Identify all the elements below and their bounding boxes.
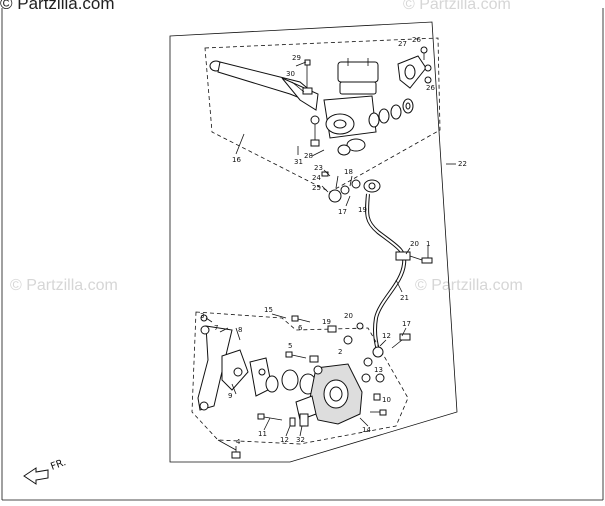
- master-cylinder-group-outline: [204, 37, 441, 193]
- callout-30: 30: [286, 70, 295, 78]
- callout-12: 12: [382, 332, 391, 340]
- arrow-left-icon: [23, 467, 49, 485]
- callout-11: 11: [258, 430, 267, 438]
- callout-22: 22: [458, 160, 467, 168]
- callout-labels: 29 30 27 26 26 16 31 28 23 24 25 18 17 1…: [200, 36, 467, 446]
- callout-10: 10: [382, 396, 391, 404]
- callout-24: 24: [312, 174, 321, 182]
- brake-lever: [209, 60, 319, 111]
- callout-18: 18: [344, 168, 353, 176]
- caliper-bolts: [200, 314, 387, 459]
- direction-label: FR.: [49, 457, 67, 473]
- callout-19-upper: 19: [358, 206, 367, 214]
- pivot-bolt: [302, 59, 313, 95]
- callout-5: 5: [288, 342, 292, 350]
- caliper-bracket: [197, 325, 233, 411]
- callout-12-lower: 12: [280, 436, 289, 444]
- callout-19-lower: 19: [322, 318, 331, 326]
- callout-26-side: 26: [426, 84, 435, 92]
- callout-20-lower: 20: [344, 312, 353, 320]
- callout-9: 9: [228, 392, 232, 400]
- master-cylinder-body: [310, 58, 379, 156]
- caliper-pistons: [265, 369, 317, 395]
- watermark-top-right: © Partzilla.com: [403, 0, 511, 13]
- callout-20-upper: 20: [410, 240, 419, 248]
- watermark-top-left: © Partzilla.com: [0, 0, 115, 13]
- callout-32: 32: [296, 436, 305, 444]
- callout-17-lower: 17: [402, 320, 411, 328]
- leader-lines: [205, 61, 456, 451]
- callout-1: 1: [426, 240, 430, 248]
- callout-2: 2: [338, 348, 342, 356]
- callout-29: 29: [292, 54, 301, 62]
- callout-7: 7: [214, 324, 218, 332]
- callout-8: 8: [238, 326, 242, 334]
- callout-6: 6: [298, 324, 303, 332]
- callout-23: 23: [314, 164, 323, 172]
- callout-28: 28: [304, 152, 313, 160]
- lower-banjo-fitting: [343, 322, 411, 383]
- reservoir-cap-bracket: [397, 46, 432, 89]
- callout-4: 4: [236, 438, 241, 446]
- brake-pads: [221, 349, 273, 397]
- callout-15: 15: [264, 306, 273, 314]
- callout-3: 3: [200, 312, 204, 320]
- brake-hose: [365, 193, 407, 351]
- assembly-boundary-outline: [169, 21, 458, 463]
- callout-16: 16: [232, 156, 241, 164]
- watermark-mid-left: © Partzilla.com: [10, 277, 118, 294]
- hose-clamp: [395, 251, 433, 264]
- front-direction-indicator: FR.: [23, 457, 68, 485]
- piston-seal-rings: [368, 98, 414, 128]
- callout-31: 31: [294, 158, 303, 166]
- callout-26-top: 26: [412, 36, 421, 44]
- callout-21: 21: [400, 294, 409, 302]
- callout-27: 27: [398, 40, 407, 48]
- watermark-mid-right: © Partzilla.com: [415, 277, 523, 294]
- callout-17-upper: 17: [338, 208, 347, 216]
- caliper-group-outline: [191, 311, 409, 445]
- callout-14: 14: [362, 426, 371, 434]
- upper-banjo-fitting: [321, 171, 381, 203]
- callout-13: 13: [374, 366, 383, 374]
- callout-25: 25: [312, 184, 321, 192]
